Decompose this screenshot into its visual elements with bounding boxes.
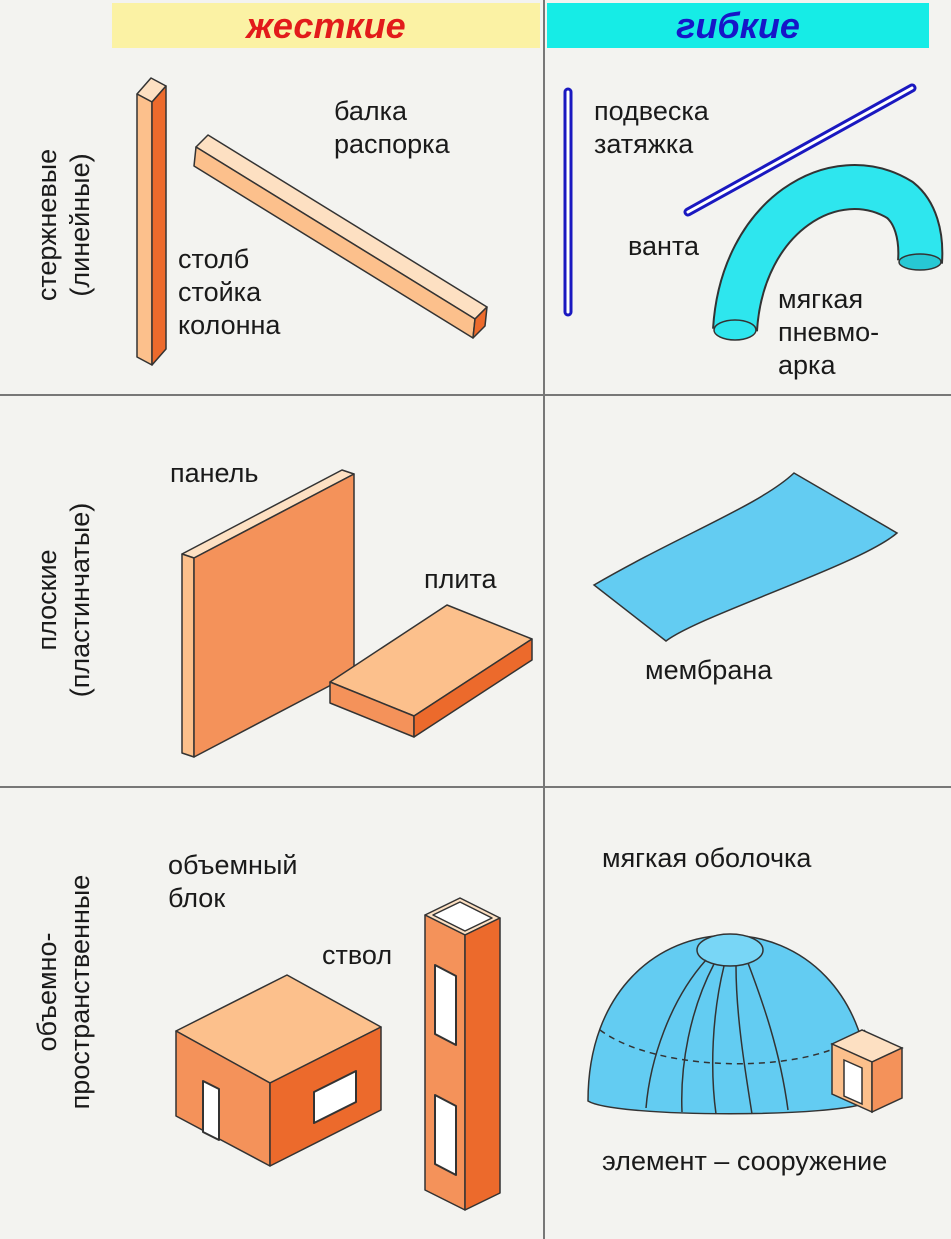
row-divider-1 bbox=[0, 394, 951, 396]
column-shape bbox=[136, 77, 167, 366]
header-flexible: гибкие bbox=[547, 3, 929, 48]
label-beam: балка распорка bbox=[334, 96, 450, 159]
label-block: объемный блок bbox=[168, 850, 298, 913]
membrane-shape bbox=[592, 472, 899, 642]
header-rigid: жесткие bbox=[112, 3, 540, 48]
row-divider-2 bbox=[0, 786, 951, 788]
volume-block-shape bbox=[175, 974, 382, 1167]
label-membrane: мембрана bbox=[645, 655, 773, 685]
panel-shape bbox=[181, 469, 355, 758]
label-panel: панель bbox=[170, 458, 259, 488]
slab-shape bbox=[329, 604, 533, 738]
column-divider bbox=[543, 0, 545, 1239]
pneumo-arch-shape bbox=[712, 164, 944, 341]
label-column: столб стойка колонна bbox=[178, 244, 281, 340]
label-soft-shell: мягкая оболочка bbox=[602, 843, 812, 873]
beam-shape bbox=[193, 134, 488, 339]
stay-cable-shape bbox=[683, 83, 917, 217]
label-pneumo-arch: мягкая пневмо- арка bbox=[778, 284, 880, 380]
label-stay: ванта bbox=[628, 231, 700, 261]
label-hanger: подвеска затяжка bbox=[594, 96, 709, 159]
soft-shell-shape bbox=[587, 933, 904, 1115]
shaft-shape bbox=[424, 897, 501, 1211]
label-slab: плита bbox=[424, 564, 497, 594]
label-element-structure: элемент – сооружение bbox=[602, 1146, 888, 1176]
label-shaft: ствол bbox=[322, 940, 393, 970]
